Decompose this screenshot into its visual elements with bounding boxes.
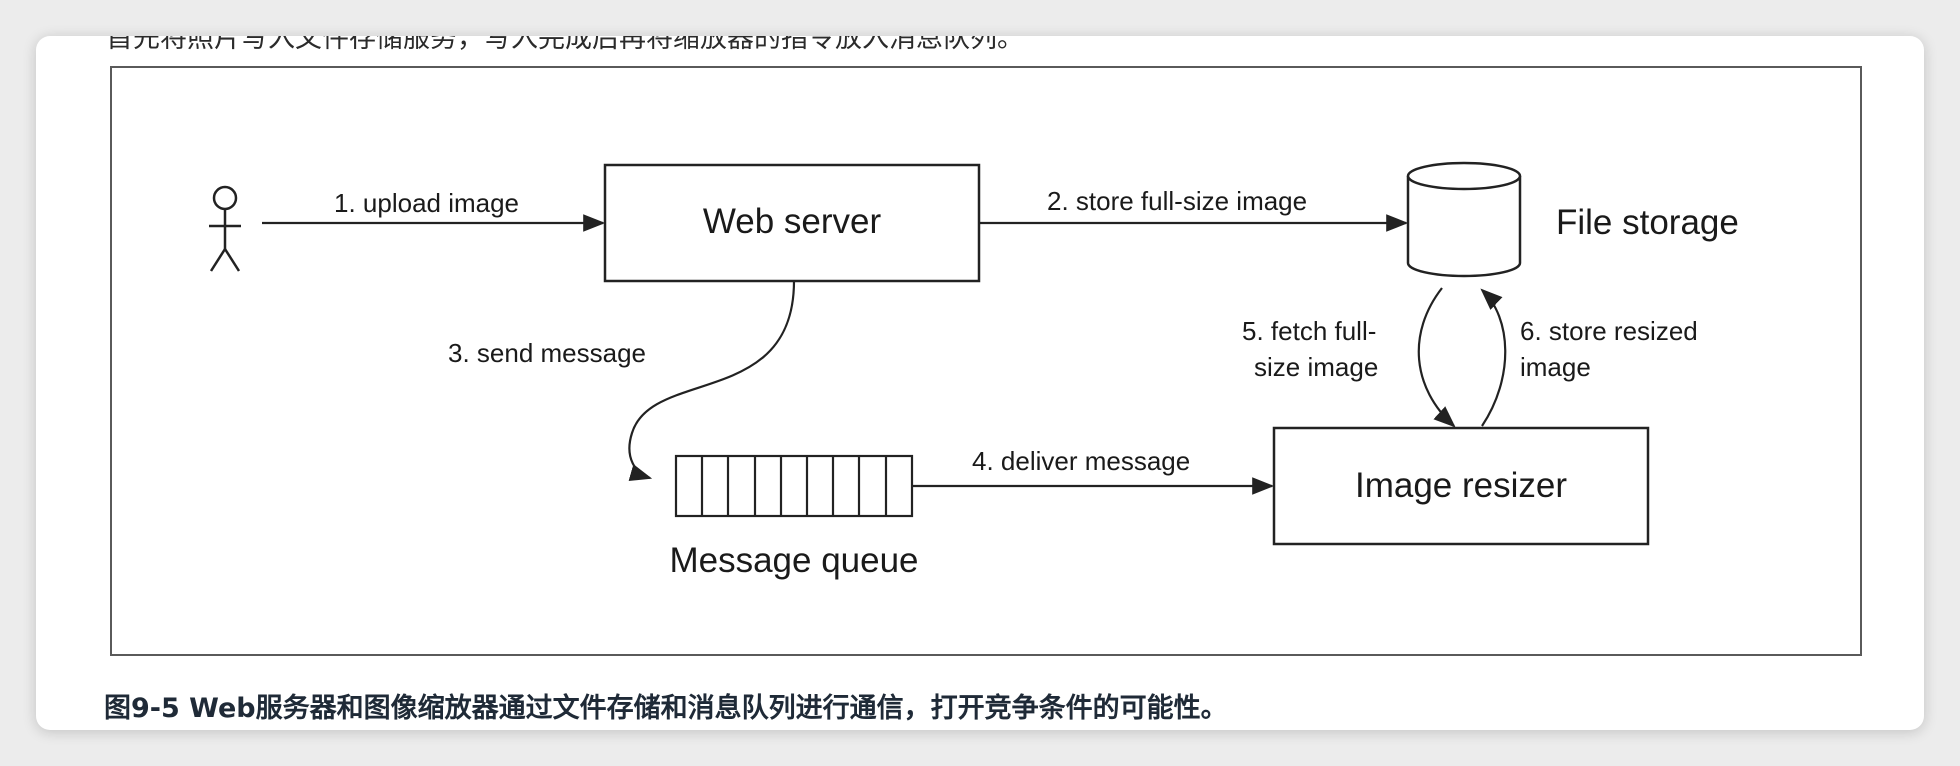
file-storage-node xyxy=(1406,161,1522,278)
image-resizer-label: Image resizer xyxy=(1355,466,1567,505)
store-full-label: 2. store full-size image xyxy=(1047,186,1307,216)
web-server-node: Web server xyxy=(603,163,981,283)
figure-9-5: 1. upload image Web server 2. store full… xyxy=(110,66,1862,656)
deliver-message-label: 4. deliver message xyxy=(972,446,1190,476)
store-resized-label-line1: 6. store resized xyxy=(1520,316,1698,346)
send-message-label: 3. send message xyxy=(448,338,646,368)
figure-caption: 图9-5 Web服务器和图像缩放器通过文件存储和消息队列进行通信，打开竞争条件的… xyxy=(104,693,1228,724)
user-icon xyxy=(209,185,241,272)
message-queue-node xyxy=(674,454,914,518)
web-server-label: Web server xyxy=(703,202,882,241)
file-storage-label: File storage xyxy=(1556,203,1739,242)
send-message-arrow xyxy=(628,280,796,482)
image-resizer-node: Image resizer xyxy=(1272,426,1650,546)
fetch-label-line2: size image xyxy=(1254,352,1378,382)
intro-paragraph: 首先将照片写入文件存储服务，写入完成后再将缩放器的指令放入消息队列。 xyxy=(106,36,1024,54)
store-resized-label-line2: image xyxy=(1520,352,1591,382)
fetch-label-line1: 5. fetch full- xyxy=(1242,316,1376,346)
fetch-arrow xyxy=(1417,287,1456,428)
upload-label: 1. upload image xyxy=(334,188,519,218)
store-resized-arrow xyxy=(1480,288,1507,427)
content-card: 首先将照片写入文件存储服务，写入完成后再将缩放器的指令放入消息队列。 1. up… xyxy=(36,36,1924,730)
message-queue-label: Message queue xyxy=(669,541,918,580)
architecture-diagram: 1. upload image Web server 2. store full… xyxy=(209,161,1739,580)
